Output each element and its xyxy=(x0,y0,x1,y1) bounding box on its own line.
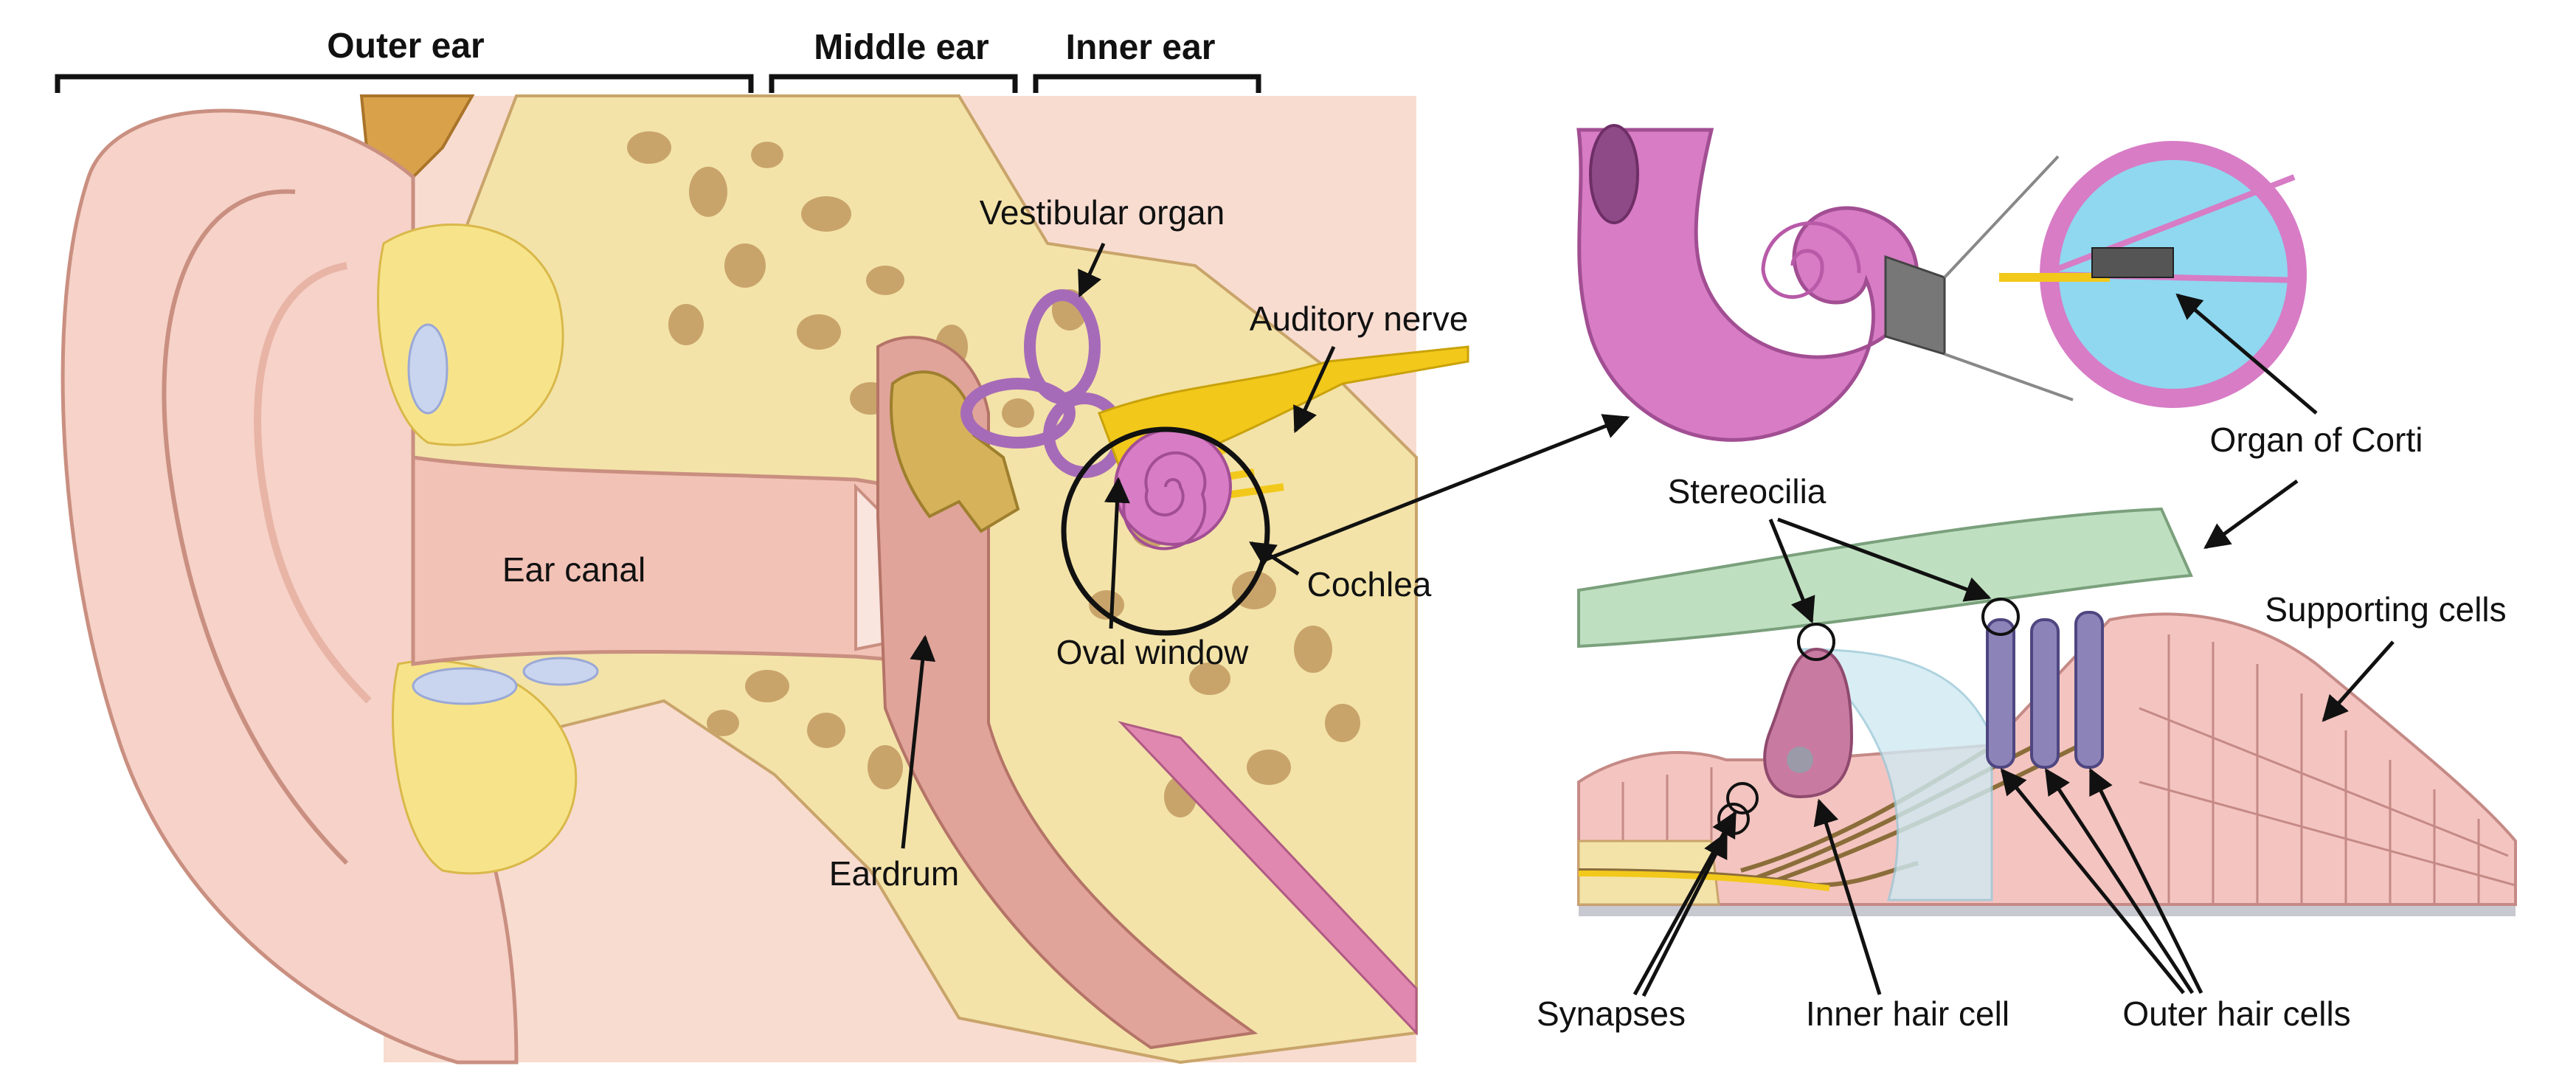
cochlea-opening xyxy=(1589,124,1639,224)
label-middle-ear: Middle ear xyxy=(814,28,988,67)
synapse-circle-1 xyxy=(1726,782,1759,814)
cochlea-tube xyxy=(1576,128,1919,442)
zoom-organ-of-corti xyxy=(2091,247,2174,278)
arrow-cochlea xyxy=(1249,541,1300,576)
gland-upper xyxy=(407,323,449,415)
nerve-yellow xyxy=(1578,871,1830,891)
inner-hair-cell xyxy=(1763,647,1854,799)
cross-section-plane xyxy=(1884,255,1946,356)
arrow-inner-hair-cell xyxy=(1813,798,1882,995)
arrow-outer-hair-cells-1 xyxy=(2000,768,2185,994)
arrow-outer-hair-cells-3 xyxy=(2088,767,2203,994)
label-outer-hair-cells: Outer hair cells xyxy=(2122,994,2350,1033)
bracket-inner-ear xyxy=(1033,74,1261,93)
label-oval-window: Oval window xyxy=(1056,633,1250,671)
basilar-membrane xyxy=(1579,904,2516,916)
arrow-vestibular-organ xyxy=(1078,242,1106,298)
label-vestibular-organ: Vestibular organ xyxy=(980,193,1225,232)
label-cochlea: Cochlea xyxy=(1307,565,1432,603)
arrow-auditory-nerve xyxy=(1293,345,1336,434)
label-synapses: Synapses xyxy=(1537,994,1686,1033)
arrow-stereocilia-inner xyxy=(1768,519,1815,624)
arrow-organ-of-corti-down xyxy=(2203,479,2299,550)
pinna-fold-inner xyxy=(254,262,372,704)
outer-hair-cell-3 xyxy=(2074,611,2104,769)
stereocilia-circle-outer xyxy=(1981,598,2020,636)
ear-cross-section xyxy=(60,94,1469,1065)
label-outer-ear: Outer ear xyxy=(327,27,484,66)
supporting-cell-outlines xyxy=(1621,634,2516,904)
arrow-eardrum xyxy=(901,634,936,849)
arrow-oval-window xyxy=(1104,477,1130,629)
organ-of-corti-detail xyxy=(1577,507,2517,916)
arrow-synapses-2 xyxy=(1641,831,1728,997)
tectorial-membrane xyxy=(1577,507,2193,648)
cochlea-spiral-lines xyxy=(1761,221,1861,299)
zoom-line-bottom xyxy=(1944,353,2074,401)
cochlea-closeup xyxy=(1576,124,2307,442)
fluid-tunnel xyxy=(1796,648,1993,902)
cartilage-upper xyxy=(377,224,564,446)
stereocilia-circle-inner xyxy=(1797,623,1835,661)
cochlea-highlight-circle xyxy=(1061,426,1270,636)
bracket-outer-ear xyxy=(55,74,754,93)
arrow-outer-hair-cells-2 xyxy=(2044,768,2195,994)
label-eardrum: Eardrum xyxy=(829,854,959,893)
label-inner-hair-cell: Inner hair cell xyxy=(1806,994,2009,1033)
arrow-organ-of-corti-up xyxy=(2175,293,2318,415)
label-inner-ear: Inner ear xyxy=(1066,28,1216,67)
label-ear-canal: Ear canal xyxy=(502,550,645,589)
outer-hair-cell-2 xyxy=(2030,618,2060,769)
gland-lower xyxy=(412,667,518,705)
zoom-line-top xyxy=(1943,155,2060,279)
label-auditory-nerve: Auditory nerve xyxy=(1250,300,1469,338)
region-brackets xyxy=(55,74,1261,93)
gland-lower-2 xyxy=(522,657,599,686)
muscle-strip xyxy=(1118,721,1418,1036)
label-stereocilia: Stereocilia xyxy=(1668,472,1827,511)
arrow-to-cochlea-closeup xyxy=(1262,414,1630,563)
bracket-middle-ear xyxy=(769,74,1018,93)
inner-hair-cell-nucleus xyxy=(1787,747,1813,773)
ossicles xyxy=(890,370,1020,533)
label-organ-of-corti: Organ of Corti xyxy=(2210,421,2423,459)
arrow-stereocilia-outer xyxy=(1777,517,1992,602)
label-supporting-cells: Supporting cells xyxy=(2265,590,2506,629)
arrow-supporting-cells xyxy=(2321,640,2395,722)
outer-hair-cell-1 xyxy=(1986,618,2015,769)
pinna-fold xyxy=(162,189,349,865)
